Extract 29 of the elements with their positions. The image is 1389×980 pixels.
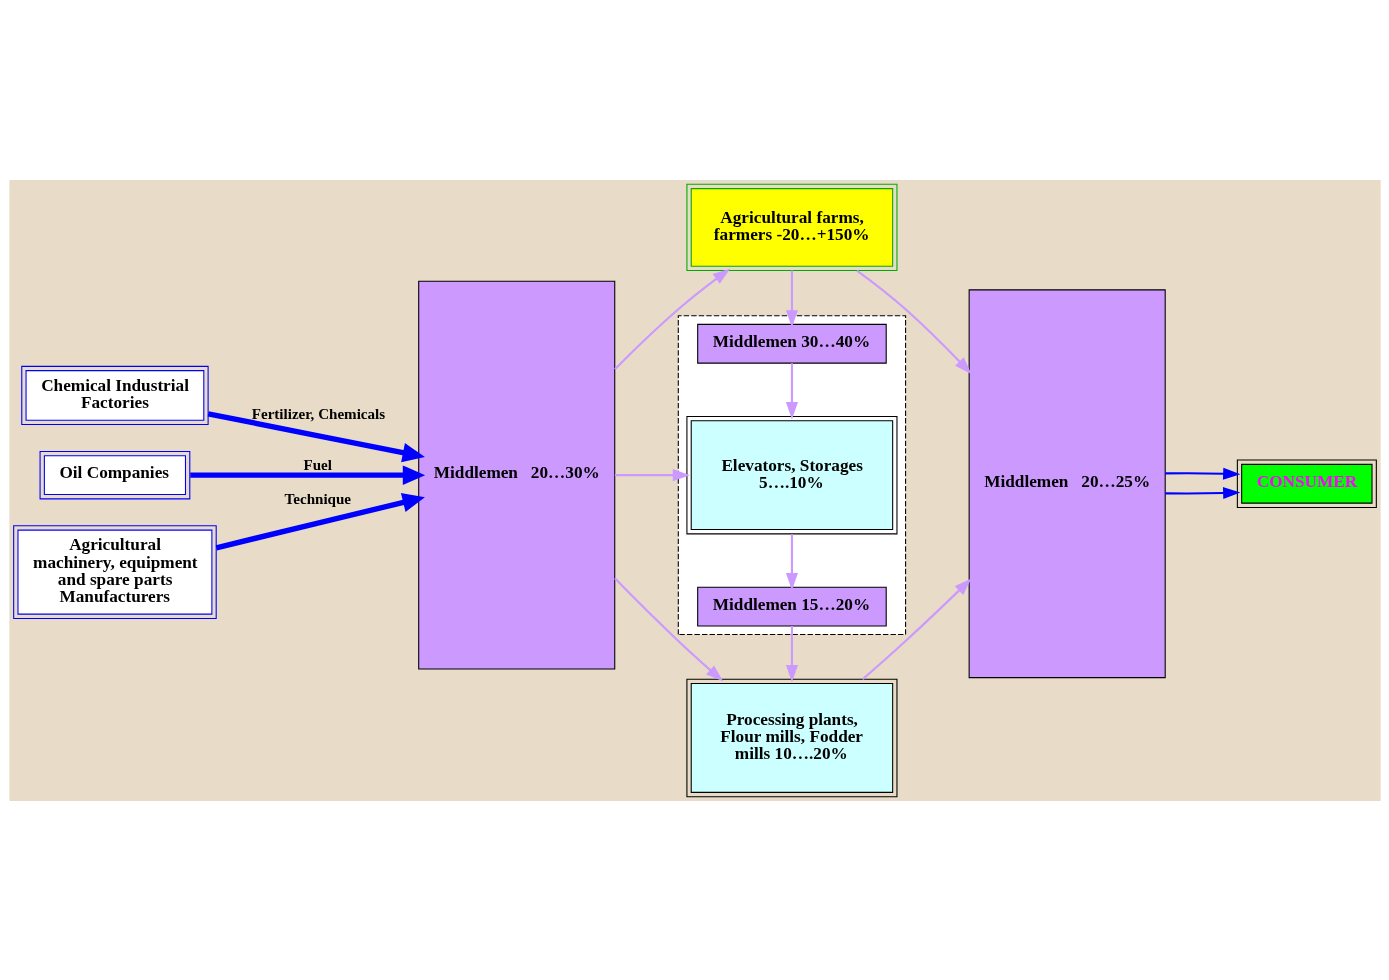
cluster <box>677 314 906 635</box>
arrow <box>855 269 971 374</box>
arrow <box>785 533 798 590</box>
node-box: Middlemen 20…25% <box>968 288 1166 678</box>
edge-label: Technique <box>284 490 351 507</box>
arrow <box>1164 486 1240 499</box>
arrow <box>861 578 971 680</box>
arrow <box>189 464 425 485</box>
node-box: Middlemen 20…30% <box>417 280 615 670</box>
node-box: Middlemen 15…20% <box>696 586 887 626</box>
node-box: Elevators, Storages 5….10% <box>685 415 897 534</box>
node-box: Chemical Industrial Factories <box>20 365 209 425</box>
node-box: CONSUMER <box>1236 459 1377 508</box>
arrow <box>785 270 798 327</box>
node-box: Agricultural machinery, equipment and spare parts Manufacturers <box>12 524 217 619</box>
arrow <box>1164 467 1240 480</box>
arrow <box>614 468 690 481</box>
edge-label: Fuel <box>302 456 332 473</box>
arrow <box>613 268 730 370</box>
node-box: Processing plants, Flour mills, Fodder mills 10….20% <box>685 678 897 797</box>
arrow <box>215 492 425 550</box>
arrow <box>785 625 798 682</box>
arrow <box>207 410 425 462</box>
edge-label: Fertilizer, Chemicals <box>251 405 385 422</box>
node-box: Middlemen 30…40% <box>696 323 887 364</box>
arrow <box>785 362 798 419</box>
node-box: Oil Companies <box>39 450 190 499</box>
node-box: Agricultural farms, farmers -20…+150% <box>685 183 897 271</box>
arrow <box>613 577 723 681</box>
